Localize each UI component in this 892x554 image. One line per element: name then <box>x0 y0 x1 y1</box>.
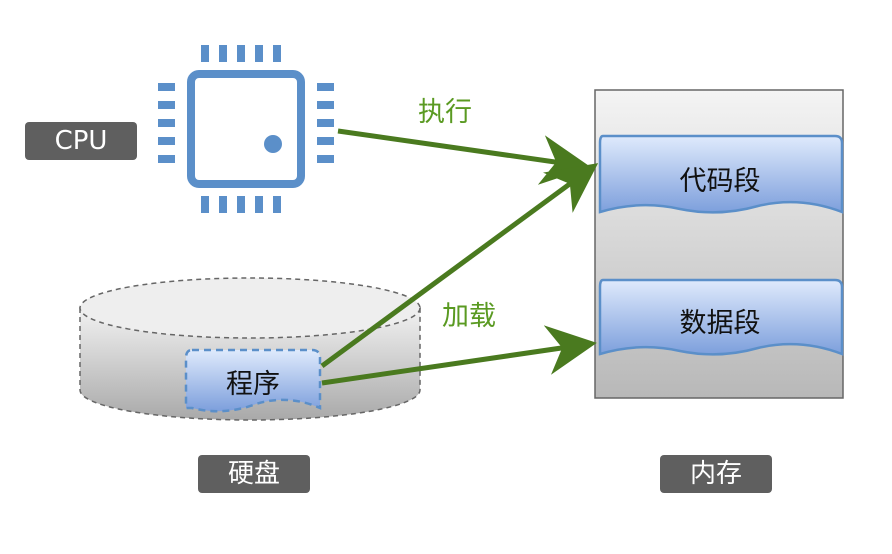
load-label: 加载 <box>442 301 496 332</box>
data-segment-label: 数据段 <box>680 308 761 339</box>
memory-tag: 内存 <box>660 455 772 493</box>
data-segment: 数据段 <box>598 278 844 356</box>
code-segment-label: 代码段 <box>680 166 761 197</box>
program-block: 程序 <box>184 348 322 413</box>
code-segment: 代码段 <box>598 134 844 214</box>
cpu-tag: CPU <box>25 122 137 160</box>
program-label: 程序 <box>226 369 280 400</box>
disk-tag: 硬盘 <box>198 455 310 493</box>
load-data-arrow <box>321 325 597 386</box>
arrows <box>320 128 599 386</box>
load-code-arrow <box>320 163 599 369</box>
cpu-chip-icon <box>158 45 334 213</box>
execute-label: 执行 <box>418 97 472 128</box>
execute-arrow <box>337 128 591 185</box>
memory-block: 代码段 数据段 <box>594 89 844 399</box>
